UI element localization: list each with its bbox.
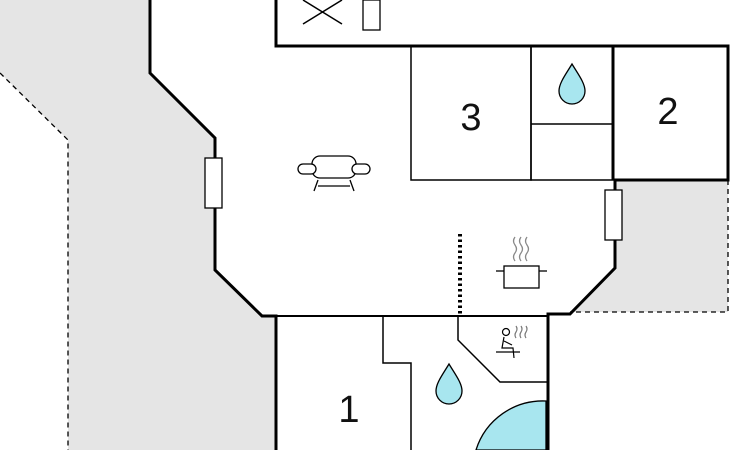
window-icon xyxy=(302,0,343,25)
room-3-label: 3 xyxy=(460,97,481,139)
terrace-left-edge xyxy=(0,72,69,450)
door-marker-icon xyxy=(204,157,223,209)
interior-walls xyxy=(382,45,615,450)
wall-sauna xyxy=(457,316,548,383)
shower-drop-icon xyxy=(558,62,586,105)
whirlpool-icon xyxy=(475,400,547,450)
shower-drop-icon xyxy=(435,362,463,405)
terrace-right-edge xyxy=(570,180,729,313)
cooking-pot-icon xyxy=(496,236,547,289)
terrace-right xyxy=(570,180,728,312)
sofa-icon xyxy=(297,155,371,192)
sauna-icon xyxy=(496,325,528,359)
wall-room-1-bath xyxy=(382,316,412,450)
wall-north-room xyxy=(274,0,372,48)
door-marker-icon xyxy=(604,189,623,241)
room-2-label: 2 xyxy=(657,91,678,133)
shower-drops xyxy=(435,62,586,405)
room-1-label: 1 xyxy=(338,389,359,431)
door-marker-icon xyxy=(362,0,381,31)
door-markers xyxy=(204,0,623,241)
terrace-left xyxy=(0,0,276,450)
